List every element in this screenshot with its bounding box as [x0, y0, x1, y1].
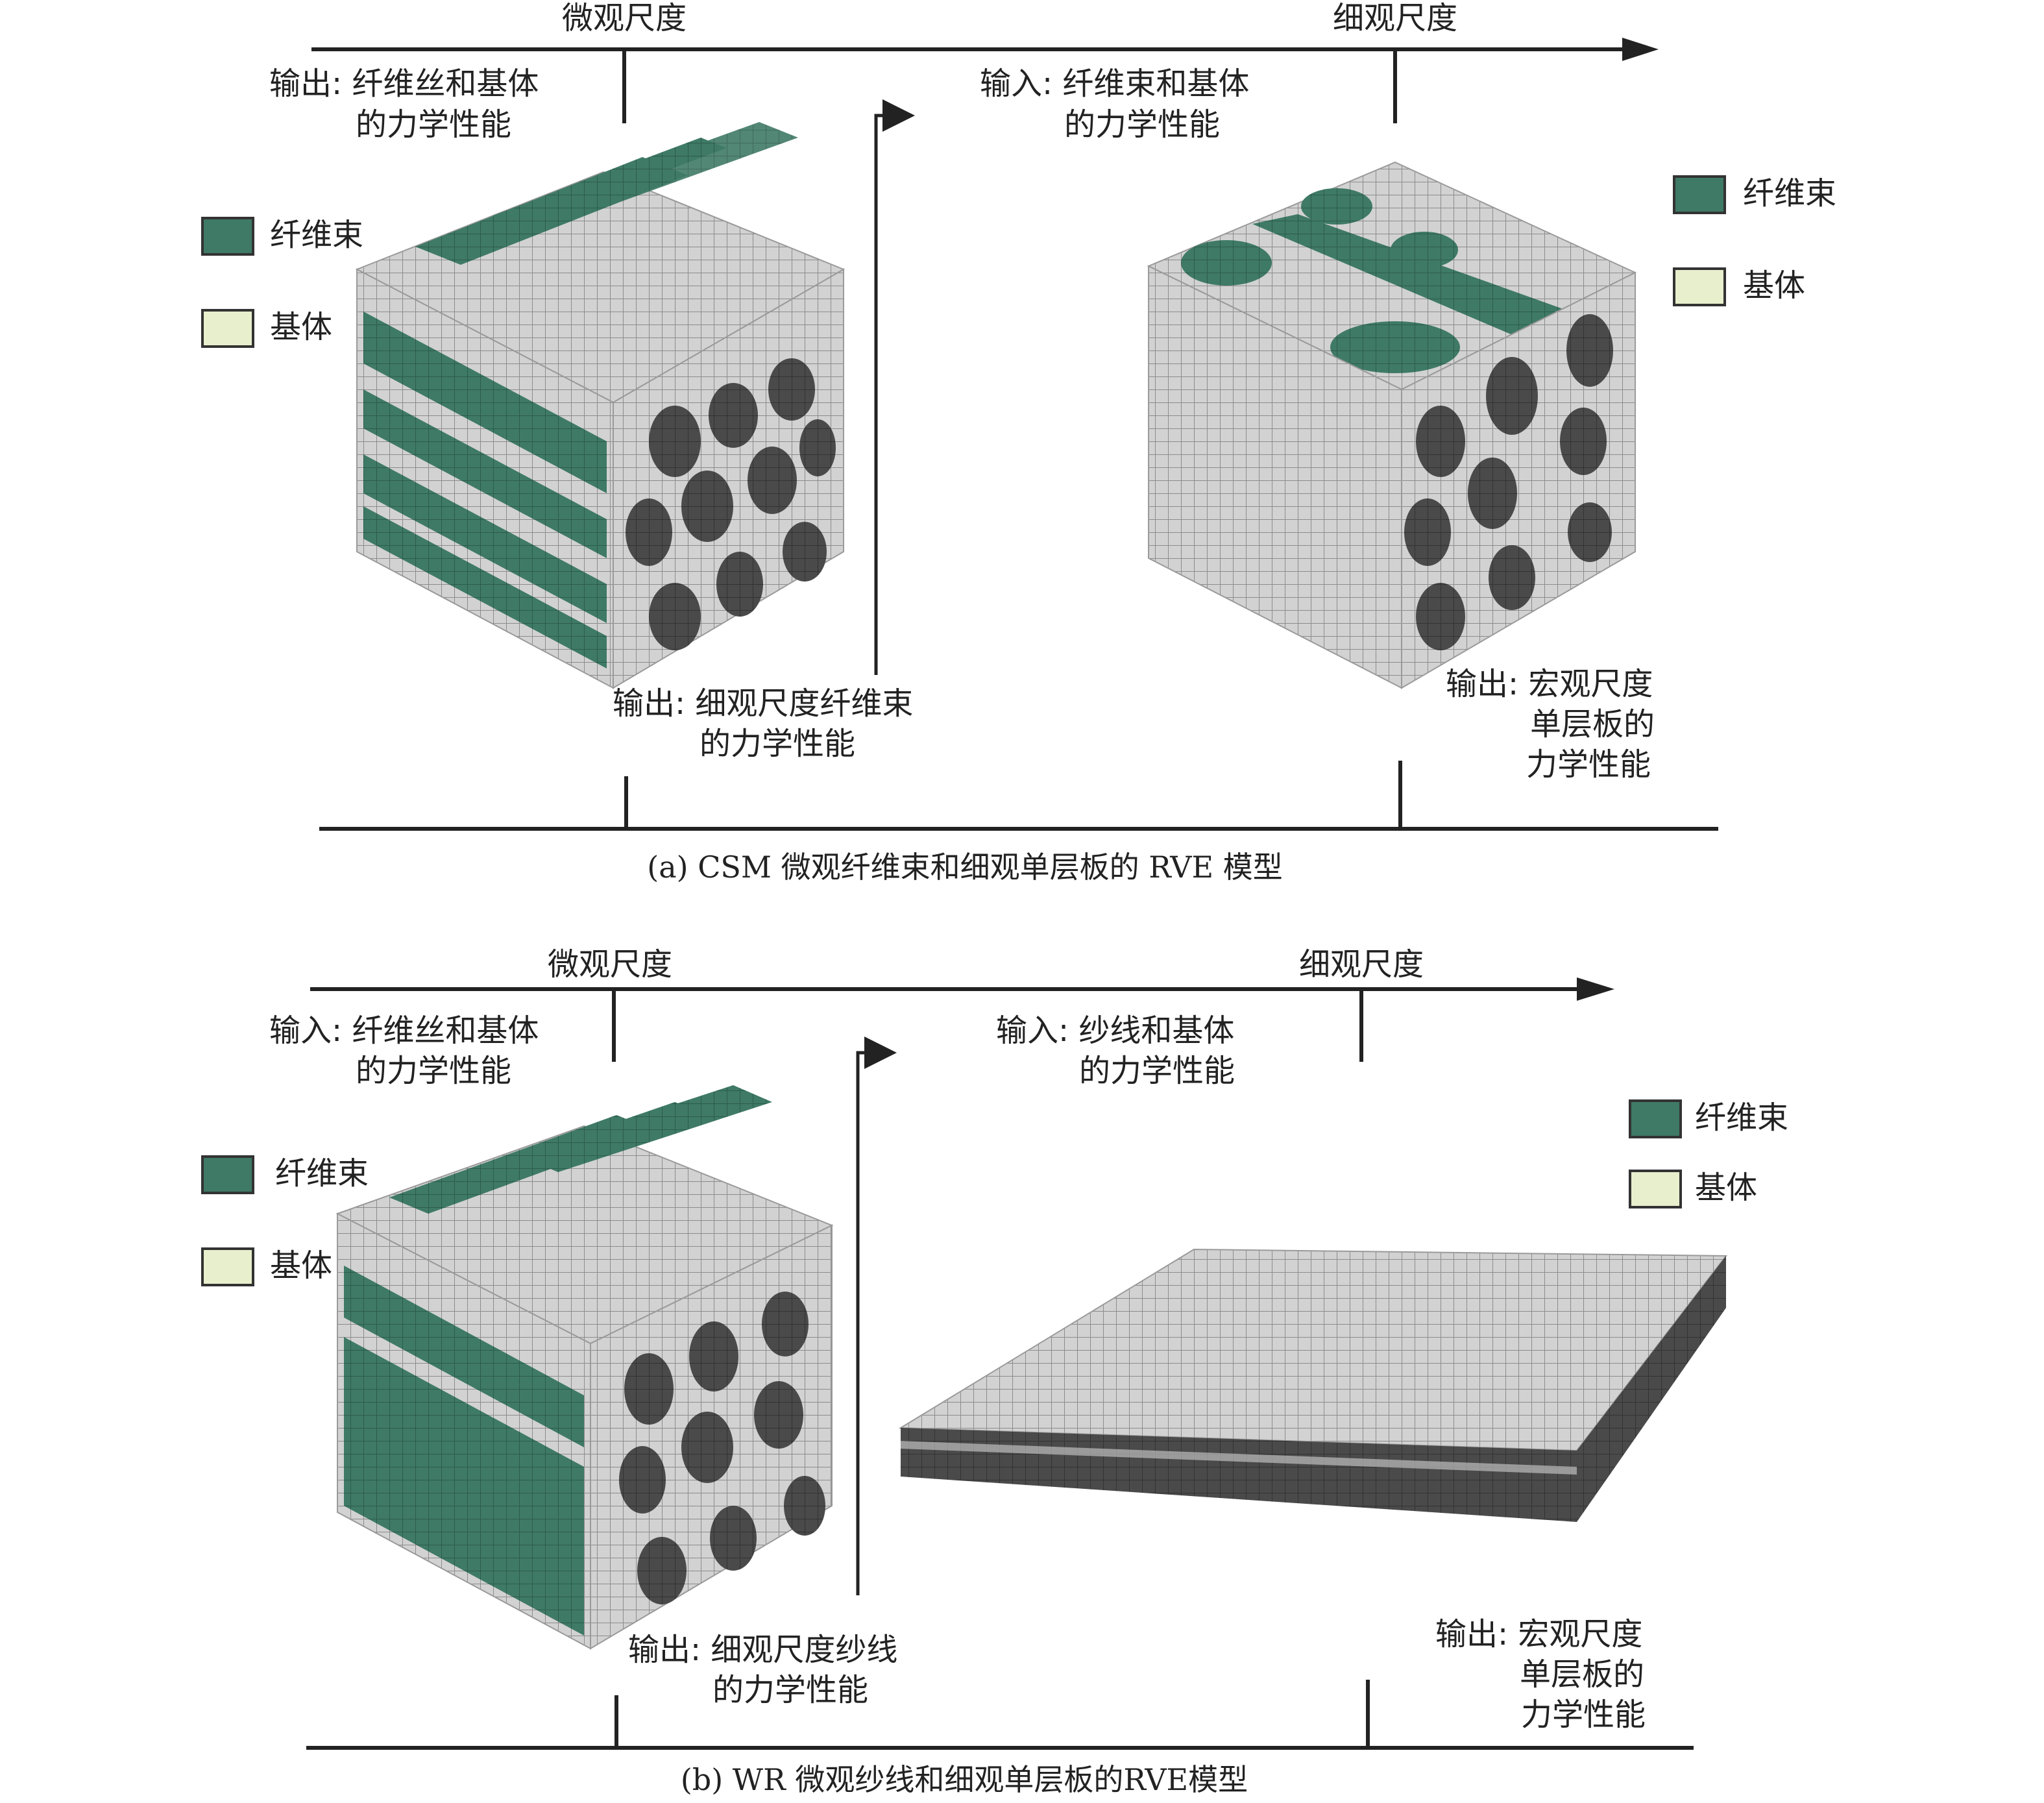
panel-b-legend-left-matrix-swatch — [201, 1247, 254, 1286]
panel-b-caption: (b) WR 微观纱线和细观单层板的RVE模型 — [681, 1762, 1248, 1797]
panel-b-output-meso-line2: 的力学性能 — [712, 1672, 868, 1708]
panel-b-legend-right-matrix-label: 基体 — [1695, 1170, 1757, 1206]
panel-b-flow-arrow — [856, 1036, 897, 1595]
panel-a-legend-right-fiber-swatch — [1673, 175, 1726, 214]
panel-a-output-meso-line2: 的力学性能 — [700, 726, 855, 762]
panel-b-legend-left-matrix-label: 基体 — [270, 1247, 332, 1284]
panel-a-legend-right-matrix-swatch — [1673, 267, 1726, 306]
panel-a-meso-rve-cube — [1147, 161, 1637, 689]
panel-b-legend-left-fiber-label: 纤维束 — [275, 1155, 369, 1192]
panel-b: 微观尺度 细观尺度 输入: 纤维丝和基体 的力学性能 输入: 纱线和基体 的力学… — [201, 946, 1788, 1797]
panel-b-output-meso-line1: 输出: 细观尺度纱线 — [628, 1632, 897, 1668]
panel-a-output-macro-line3: 力学性能 — [1526, 746, 1651, 783]
panel-b-input-meso-line1: 输入: 纱线和基体 — [996, 1012, 1234, 1049]
panel-a-flow-arrow — [874, 99, 915, 675]
panel-b-output-macro-line2: 单层板的 — [1520, 1656, 1644, 1693]
panel-a-legend-right-fiber-label: 纤维束 — [1743, 175, 1836, 212]
panel-b-scale-meso: 细观尺度 — [1299, 946, 1424, 983]
panel-a-caption: (a) CSM 微观纤维束和细观单层板的 RVE 模型 — [647, 850, 1282, 885]
panel-a-axis-arrowhead — [1622, 38, 1659, 61]
panel-a-scale-meso: 细观尺度 — [1333, 0, 1457, 36]
panel-b-input-meso-line2: 的力学性能 — [1079, 1053, 1235, 1089]
panel-a-scale-micro: 微观尺度 — [562, 0, 687, 36]
panel-a-legend-right-matrix-label: 基体 — [1743, 267, 1805, 304]
panel-a-micro-rve-cube — [355, 122, 846, 689]
panel-b-output-macro-line1: 输出: 宏观尺度 — [1435, 1616, 1642, 1652]
panel-b-legend-right-fiber-label: 纤维束 — [1695, 1099, 1788, 1136]
panel-b-scale-micro: 微观尺度 — [548, 946, 672, 983]
panel-b-legend-left-fiber-swatch — [201, 1155, 254, 1194]
panel-b-output-macro-line3: 力学性能 — [1521, 1697, 1646, 1733]
panel-b-input-micro-line2: 的力学性能 — [356, 1053, 511, 1089]
panel-b-meso-lamina-plate — [898, 1248, 1728, 1522]
panel-b-axis-arrowhead — [1577, 977, 1614, 1001]
panel-b-input-micro-line1: 输入: 纤维丝和基体 — [269, 1012, 539, 1049]
panel-b-micro-rve-cube — [335, 1085, 834, 1650]
panel-a-legend-left-matrix-swatch — [201, 309, 254, 348]
panel-a-legend-left-fiber-swatch — [201, 217, 254, 256]
panel-b-legend-right-fiber-swatch — [1629, 1099, 1682, 1138]
panel-b-legend-right-matrix-swatch — [1629, 1170, 1682, 1208]
panel-a-output-macro-line1: 输出: 宏观尺度 — [1446, 666, 1653, 702]
panel-a-output-micro-line2: 的力学性能 — [356, 106, 511, 143]
panel-a-input-meso-line2: 的力学性能 — [1064, 106, 1220, 143]
panel-a-output-macro-line2: 单层板的 — [1530, 706, 1655, 742]
panel-a-output-micro-line1: 输出: 纤维丝和基体 — [269, 66, 539, 102]
panel-a: 微观尺度 细观尺度 输出: 纤维丝和基体 的力学性能 输入: 纤维束和基体 的力… — [201, 0, 1836, 885]
panel-a-output-meso-line1: 输出: 细观尺度纤维束 — [613, 685, 913, 722]
panel-a-legend-left-matrix-label: 基体 — [270, 309, 332, 345]
panel-a-legend-left-fiber-label: 纤维束 — [270, 217, 363, 253]
panel-a-input-meso-line1: 输入: 纤维束和基体 — [980, 66, 1249, 102]
